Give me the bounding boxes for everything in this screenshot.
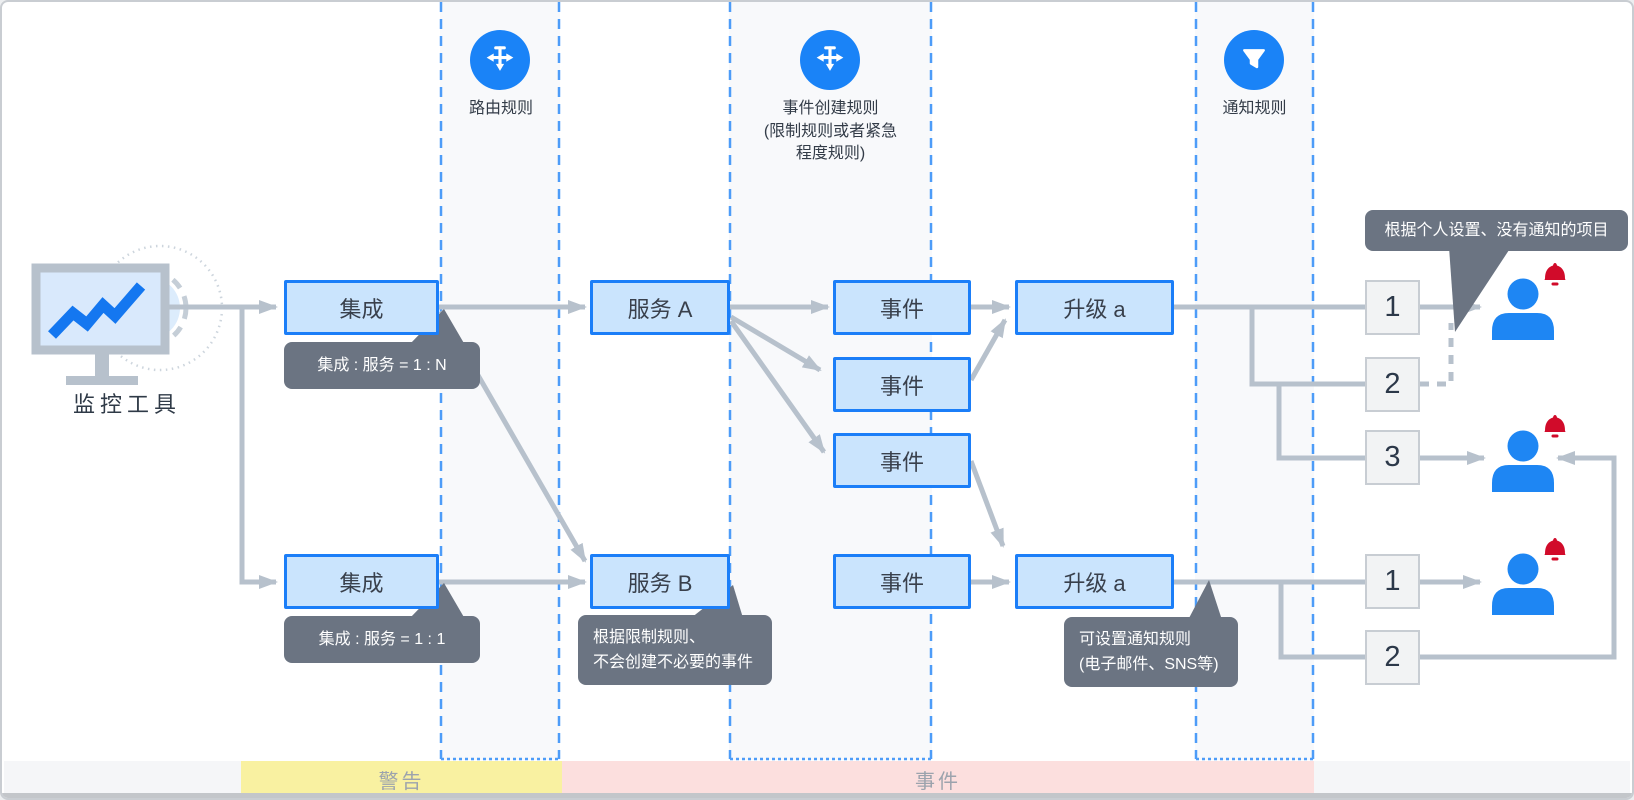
user-3-icon xyxy=(1492,538,1566,615)
arrow-event-3-to-escalation-bottom xyxy=(968,460,1006,548)
tooltip-text-line1: 根据限制规则、 xyxy=(593,629,706,646)
arrow-monitor-to-integration-bottom xyxy=(239,307,278,589)
tooltip-integration-bottom: 集成 : 服务 = 1 : 1 xyxy=(284,616,480,663)
tooltip-text-line2: 不会创建不必要的事件 xyxy=(593,654,754,671)
tooltip-text: 集成 : 服务 = 1 : N xyxy=(317,357,447,374)
connectors xyxy=(168,300,1617,660)
incident-band-label: 事件 xyxy=(915,771,961,793)
node-escalation-bottom: 升级 a xyxy=(1015,554,1174,609)
node-integration-top: 集成 xyxy=(284,280,439,335)
monitor-base xyxy=(66,376,138,385)
node-event-2: 事件 xyxy=(833,357,971,412)
monitoring-tool-label: 监控工具 xyxy=(72,392,181,417)
bell-icon xyxy=(1544,415,1566,432)
node-integration-bottom: 集成 xyxy=(284,554,439,609)
alert-band: 警告 xyxy=(241,761,562,798)
node-service-b: 服务 B xyxy=(590,554,730,609)
monitoring-tool-icon xyxy=(31,244,224,385)
bell-clapper xyxy=(1551,282,1559,286)
line-branch-to-level-2-bottom xyxy=(1278,582,1365,660)
tooltip-service-b: 根据限制规则、 不会创建不必要的事件 xyxy=(578,615,772,685)
tooltip-text-line1: 可设置通知规则 xyxy=(1079,631,1192,648)
tooltip-integration-top: 集成 : 服务 = 1 : N xyxy=(284,342,480,389)
notification-rules-icon xyxy=(1224,30,1284,90)
level-box-top-2: 2 xyxy=(1365,357,1420,412)
node-escalation-top: 升级 a xyxy=(1015,280,1174,335)
incident-band: 事件 xyxy=(562,761,1314,798)
chart-line-icon xyxy=(48,282,146,339)
tooltip-no-notification: 根据个人设置、没有通知的项目 xyxy=(1365,210,1628,251)
bell-clapper xyxy=(1551,557,1559,561)
dashed-line-level-2-no-notification xyxy=(1420,323,1454,387)
routing-rules-icon xyxy=(470,30,530,90)
bell-icon xyxy=(1544,538,1566,555)
node-event-4: 事件 xyxy=(833,554,971,609)
event-creation-rules-line1: 事件创建规则 xyxy=(782,100,879,117)
tooltip-text: 集成 : 服务 = 1 : 1 xyxy=(318,631,446,648)
event-creation-rules-line2: (限制规则或者紧急 xyxy=(763,122,898,140)
monitor-stand xyxy=(95,354,109,377)
filter-funnel-icon xyxy=(1243,49,1265,69)
user-head xyxy=(1507,278,1539,310)
event-creation-rules-icon xyxy=(800,30,860,90)
routing-rules-label: 路由规则 xyxy=(468,100,533,117)
tail-notification-tooltip xyxy=(1449,247,1511,332)
tooltip-text-line2: (电子邮件、SNS等) xyxy=(1079,656,1219,673)
level-box-bottom-2: 2 xyxy=(1365,630,1420,685)
arrow-service-a-to-event-2 xyxy=(729,314,822,373)
node-service-a: 服务 A xyxy=(590,280,730,335)
node-event-1: 事件 xyxy=(833,280,971,335)
level-box-top-3: 3 xyxy=(1365,430,1420,485)
bell-clapper xyxy=(1551,434,1559,438)
arrow-service-a-to-event-3 xyxy=(728,319,827,454)
tooltip-text: 根据个人设置、没有通知的项目 xyxy=(1384,222,1609,239)
notification-rules-label: 通知规则 xyxy=(1222,100,1287,117)
event-creation-rules-line3: 程度规则) xyxy=(795,145,866,162)
alert-band-label: 警告 xyxy=(378,771,425,793)
arrow-level-2-bottom-to-user-2 xyxy=(1420,451,1617,660)
user-body xyxy=(1492,313,1554,340)
level-box-top-1: 1 xyxy=(1365,280,1420,335)
bell-icon xyxy=(1544,263,1566,280)
route-split-icon xyxy=(486,46,514,71)
bottom-scroll-bar[interactable] xyxy=(2,793,1632,798)
node-event-3: 事件 xyxy=(833,433,971,488)
user-body xyxy=(1492,588,1554,615)
event-creation-rules-label: 事件创建规则 (限制规则或者紧急 程度规则) xyxy=(730,98,931,166)
user-icons xyxy=(1492,263,1566,615)
tooltip-escalation-bottom: 可设置通知规则 (电子邮件、SNS等) xyxy=(1064,617,1238,687)
user-body xyxy=(1492,465,1554,492)
level-box-bottom-1: 1 xyxy=(1365,554,1420,609)
tail-escalation-bottom-tooltip xyxy=(1188,580,1222,620)
line-branch-to-level-2 xyxy=(1249,307,1365,387)
user-2-icon xyxy=(1492,415,1566,492)
line-branch-to-level-3 xyxy=(1276,384,1365,461)
user-head xyxy=(1507,430,1539,462)
route-split-icon xyxy=(816,46,844,71)
user-head xyxy=(1507,553,1539,585)
arrow-event-2-to-escalation-top xyxy=(968,318,1008,382)
user-1-icon xyxy=(1492,263,1566,340)
